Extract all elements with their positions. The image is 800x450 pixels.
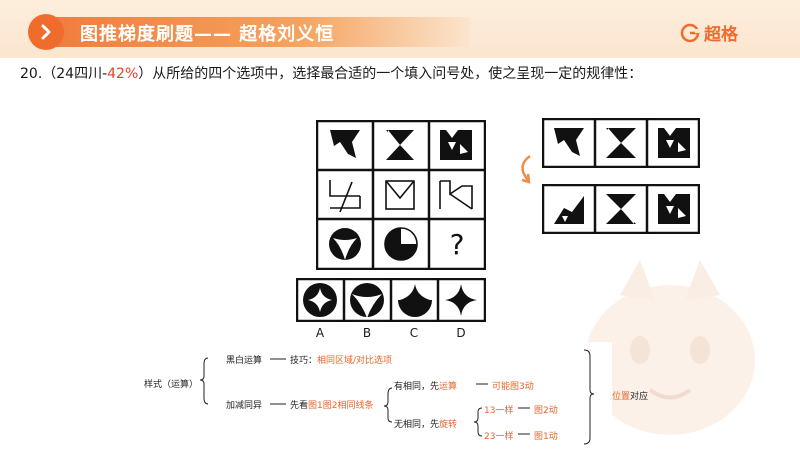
- mindmap-diff-r2-result: 图1动: [534, 432, 558, 442]
- option-d-label[interactable]: D: [456, 326, 466, 340]
- method-mindmap: 样式（运算） 黑白运算 技巧：相同区域/对比选项 加减同异 先看图1图2相同线条…: [142, 342, 612, 450]
- question-text: 20.（24四川-42%）从所给的四个选项中，选择最合适的一个填入问号处，使之呈…: [20, 63, 642, 83]
- mindmap-tip-label: 技巧：: [290, 356, 318, 366]
- mindmap-final-black: 对应: [630, 392, 649, 402]
- mindmap-diff-label: 无相同，先: [394, 420, 440, 430]
- mindmap-tip: 技巧：相同区域/对比选项: [290, 353, 392, 366]
- grid-cell-3-2: [384, 227, 418, 261]
- mascot-watermark: [585, 260, 755, 435]
- title-band: [40, 17, 470, 47]
- grid-cell-3-1: [329, 228, 361, 260]
- option-b-label[interactable]: B: [362, 326, 372, 340]
- mindmap-diff-r1-result: 图2动: [534, 406, 558, 416]
- mindmap-connectors: [199, 349, 595, 445]
- mindmap-same: 有相同，先运算: [394, 379, 457, 392]
- mindmap-diff-r2: 23一样: [484, 432, 514, 442]
- brand-name: 超格: [704, 25, 738, 45]
- mindmap-branch-add-sub: 加减同异: [226, 401, 263, 411]
- puzzle-panel: ?: [296, 118, 486, 328]
- grid-cell-1-3: [440, 130, 472, 160]
- option-a-figure: [303, 283, 337, 317]
- option-c-figure: [398, 284, 432, 317]
- mindmap-same-label: 有相同，先: [394, 382, 440, 392]
- grid-cell-2-1: [329, 180, 361, 213]
- options-strip: [296, 278, 486, 322]
- brand-logo-icon: [680, 23, 700, 42]
- mindmap-diff: 无相同，先旋转: [394, 417, 457, 430]
- mindmap-step-value: 图1图2相同线条: [308, 401, 374, 411]
- option-c-label[interactable]: C: [409, 326, 419, 340]
- question-cell: ?: [450, 228, 465, 261]
- mindmap-same-op: 运算: [439, 382, 458, 392]
- mindmap-tip-value: 相同区域/对比选项: [317, 356, 393, 366]
- option-b-figure: [350, 283, 384, 318]
- analysis-row-top: [542, 118, 700, 168]
- grid-cell-2-3: [439, 180, 473, 210]
- question-prefix: 20.（24四川-: [20, 66, 108, 82]
- mindmap-step: 先看图1图2相同线条: [290, 398, 373, 411]
- grid-cell-1-2: [386, 130, 414, 160]
- brand-logo: 超格: [680, 20, 738, 45]
- question-percent: 42%: [107, 66, 139, 82]
- grid-cell-2-2: [385, 180, 415, 210]
- mindmap-diff-op: 旋转: [439, 420, 458, 430]
- mindmap-branch-color-ops: 黑白运算: [226, 356, 263, 366]
- question-mark: ?: [450, 228, 465, 261]
- option-d-figure: [445, 284, 477, 316]
- mindmap-step-prefix: 先看: [290, 401, 309, 411]
- mindmap-root: 样式（运算）: [144, 380, 199, 390]
- puzzle-grid: ?: [316, 120, 486, 270]
- header-bar: 图推梯度刷题—— 超格刘义恒 超格: [0, 0, 800, 58]
- question-body: ）从所给的四个选项中，选择最合适的一个填入问号处，使之呈现一定的规律性：: [138, 66, 643, 82]
- analysis-row-bottom: [542, 184, 700, 234]
- rotate-arrow-icon: [521, 154, 531, 184]
- mindmap-final: 位置对应: [612, 389, 648, 402]
- mindmap-same-result: 可能图3动: [492, 382, 534, 392]
- mindmap-final-orange: 位置: [612, 392, 631, 402]
- chevron-right-icon: [28, 14, 64, 50]
- page-title: 图推梯度刷题—— 超格刘义恒: [80, 24, 335, 45]
- grid-cell-1-1: [330, 130, 360, 158]
- mindmap-diff-r1: 13一样: [484, 406, 514, 416]
- option-a-label[interactable]: A: [315, 326, 325, 340]
